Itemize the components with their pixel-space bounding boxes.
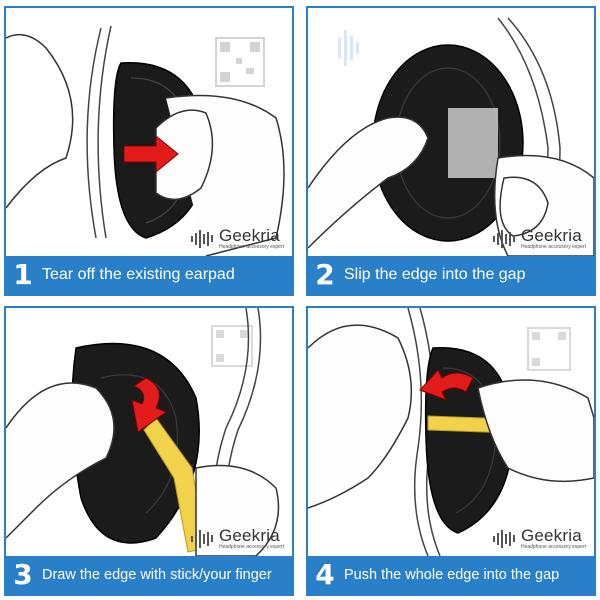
brand-name: Geekria — [520, 526, 582, 545]
sound-wave-icon — [190, 529, 215, 549]
step-number-4: 4 — [315, 558, 335, 591]
red-arrow-right — [123, 134, 179, 174]
brand-logo: Geekria Headphone accessory expert — [492, 526, 586, 550]
qr-watermark — [215, 37, 265, 87]
qr-watermark — [211, 325, 253, 367]
sound-wave-icon — [190, 229, 215, 249]
step-caption-1: 1 Tear off the existing earpad — [6, 256, 292, 294]
step-3-illustration — [6, 308, 292, 556]
sound-wave-icon — [492, 229, 517, 249]
brand-name: Geekria — [520, 226, 582, 245]
step-number-1: 1 — [13, 258, 33, 291]
earpad-shape — [372, 44, 524, 242]
step-panel-3: Geekria Headphone accessory expert 3 Dra… — [4, 306, 294, 596]
step-panel-4: Geekria Headphone accessory expert 4 Pus… — [306, 306, 596, 596]
brand-tagline: Headphone accessory expert — [520, 244, 586, 250]
qr-watermark — [527, 327, 571, 371]
step-caption-4: 4 Push the whole edge into the gap — [308, 556, 594, 594]
brand-logo: Geekria Headphone accessory expert — [190, 226, 284, 250]
step-panel-2: Geekria Headphone accessory expert 2 Sli… — [306, 6, 596, 296]
red-curved-arrow — [419, 369, 474, 401]
brand-name: Geekria — [218, 526, 280, 545]
step-caption-3: 3 Draw the edge with stick/your finger — [6, 556, 292, 594]
brand-logo: Geekria Headphone accessory expert — [190, 526, 284, 550]
step-2-illustration — [308, 8, 594, 256]
step-text-1: Tear off the existing earpad — [42, 266, 235, 283]
step-4-illustration — [308, 308, 594, 556]
brand-tagline: Headphone accessory expert — [520, 544, 586, 550]
step-number-2: 2 — [315, 258, 335, 291]
step-1-illustration — [6, 8, 292, 256]
step-text-2: Slip the edge into the gap — [344, 266, 526, 283]
step-panel-1: Geekria Headphone accessory expert 1 Tea… — [4, 6, 294, 296]
geekria-watermark — [338, 30, 359, 66]
red-curved-arrow — [131, 377, 168, 433]
step-text-4: Push the whole edge into the gap — [344, 567, 560, 583]
brand-tagline: Headphone accessory expert — [218, 244, 284, 250]
brand-tagline: Headphone accessory expert — [218, 544, 284, 550]
brand-name: Geekria — [218, 226, 280, 245]
brand-logo: Geekria Headphone accessory expert — [492, 226, 586, 250]
step-text-3: Draw the edge with stick/your finger — [42, 567, 272, 583]
yellow-stick — [143, 417, 207, 553]
step-number-3: 3 — [13, 558, 33, 591]
sound-wave-icon — [492, 529, 517, 549]
step-caption-2: 2 Slip the edge into the gap — [308, 256, 594, 294]
